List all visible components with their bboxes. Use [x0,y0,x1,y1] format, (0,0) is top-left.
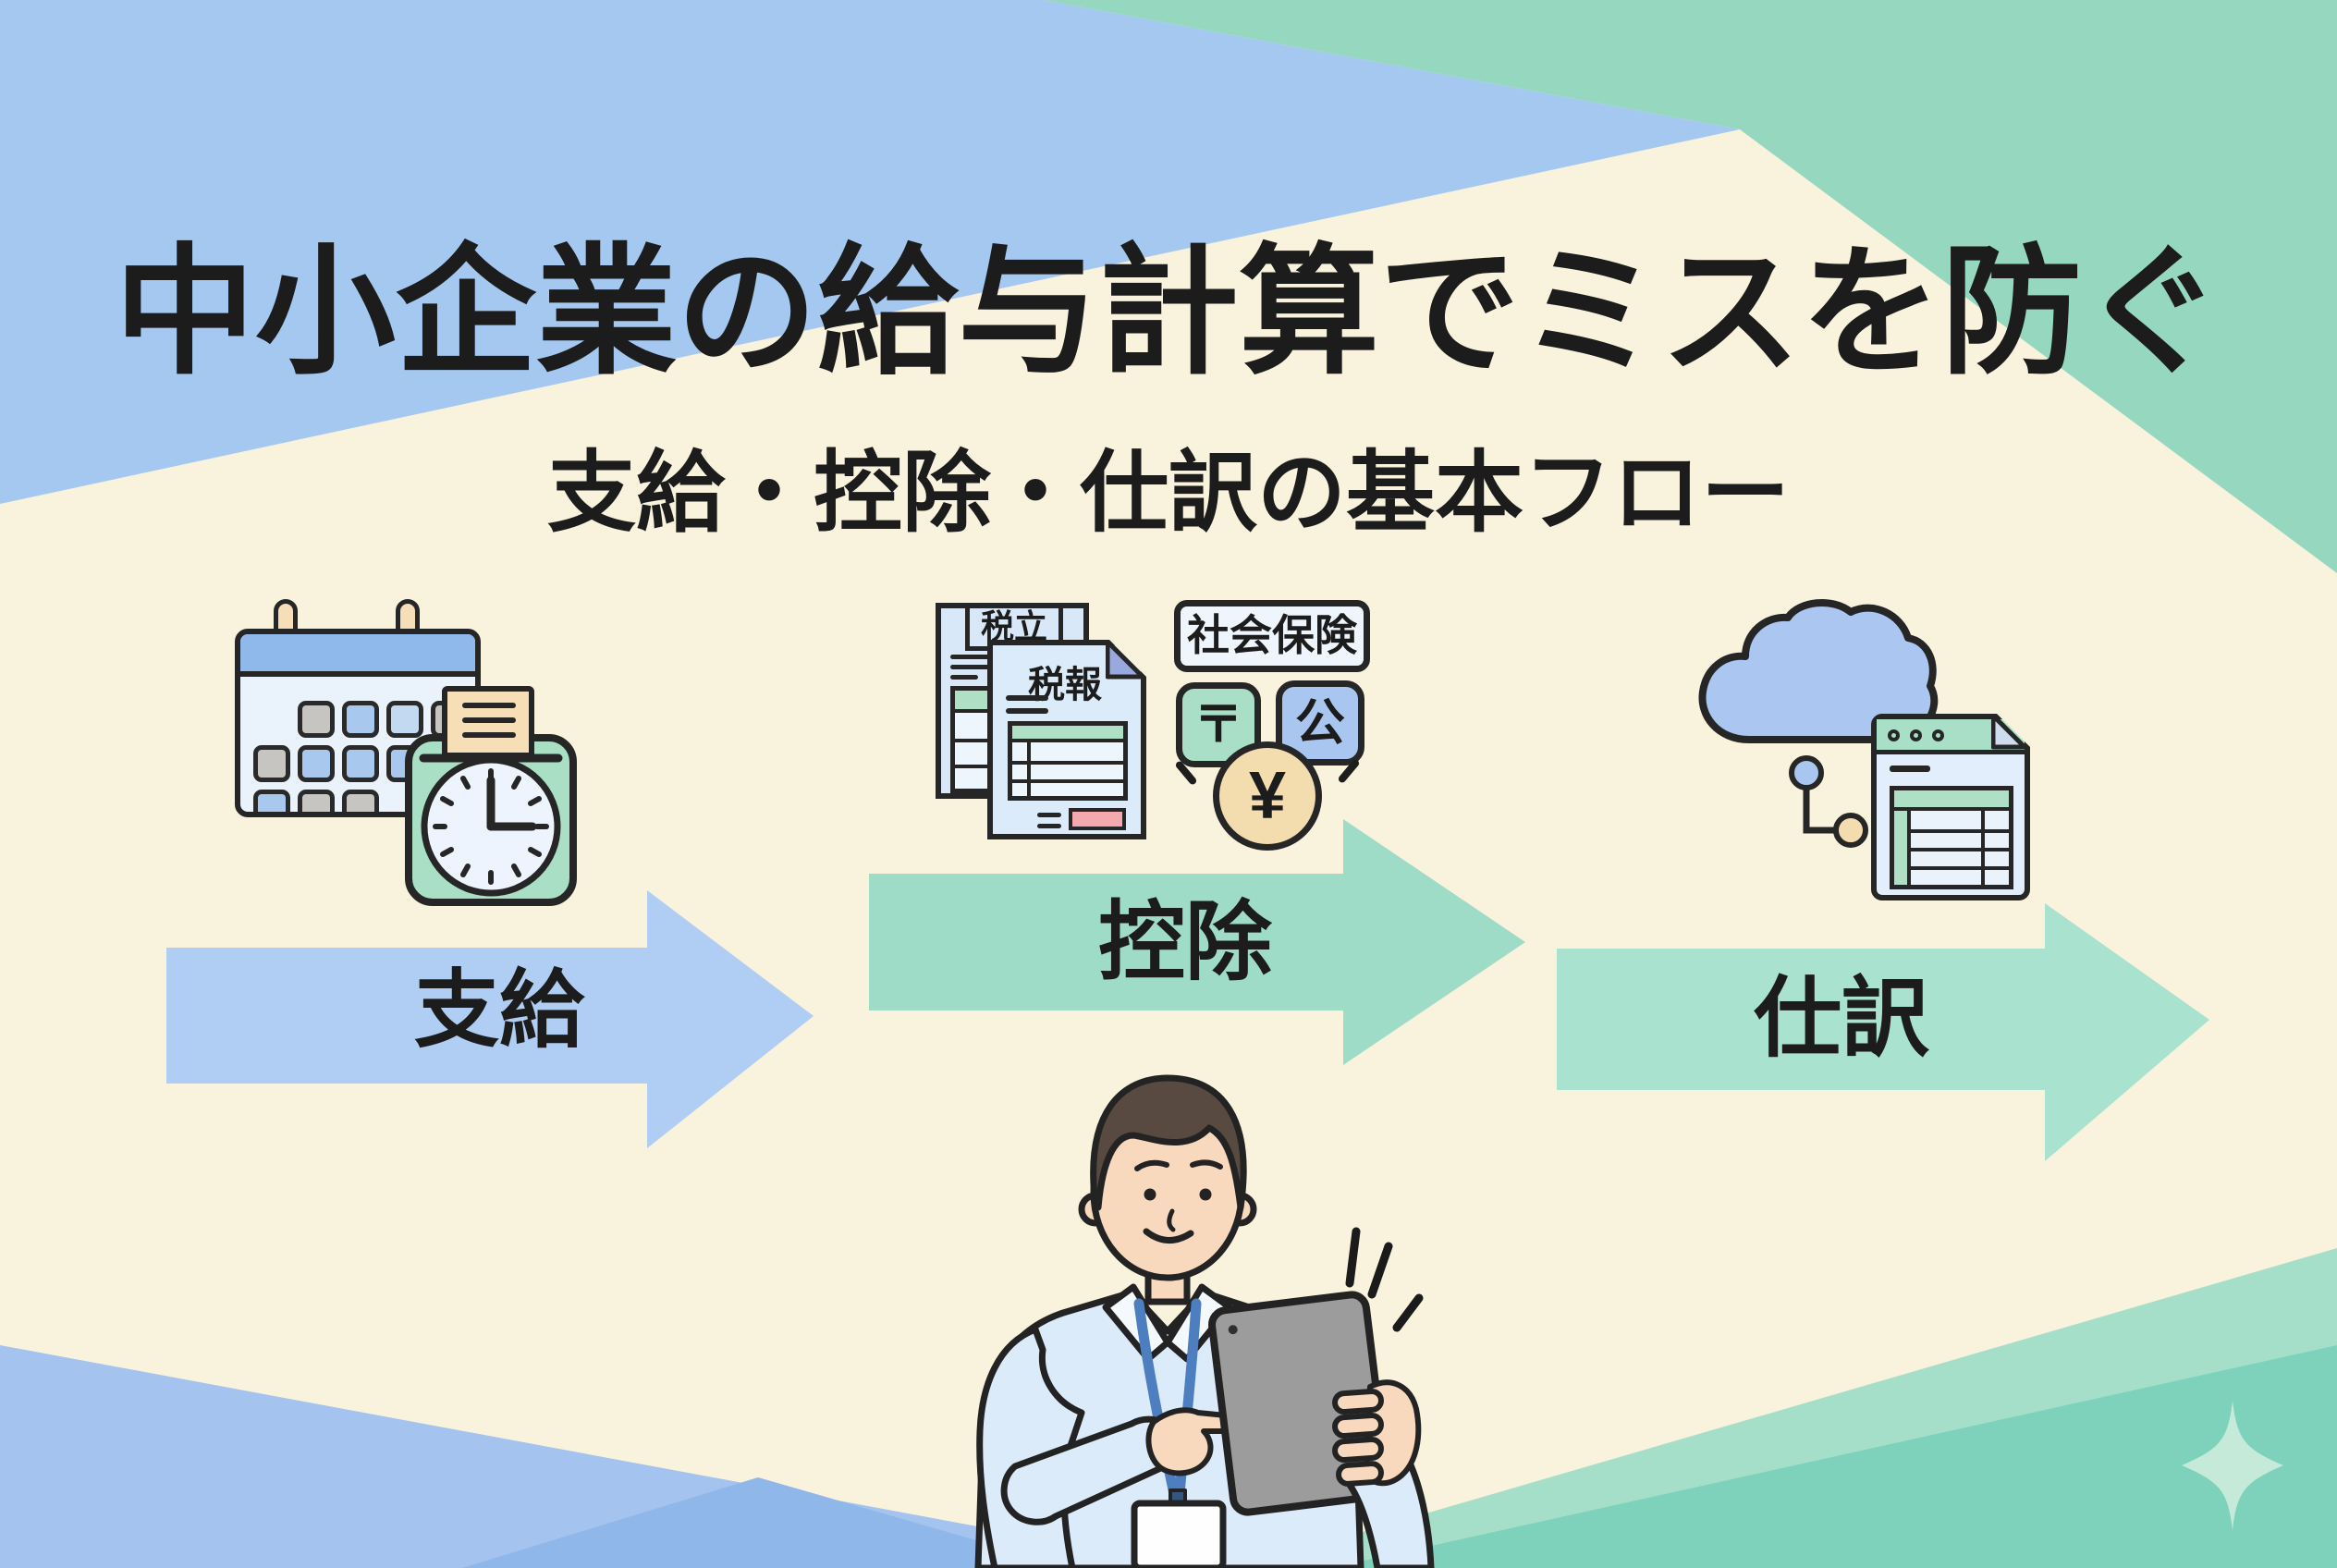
time-clock-icon [405,734,577,906]
page-fold-icon [1991,714,2027,750]
tax-document-front-icon: 税報 [987,640,1146,839]
flow-step-label-journal: 仕訳 [1753,970,1929,1068]
punch-card-icon [442,686,534,758]
tax-documents-coin-icon: 税立 税報 [924,592,1405,906]
social-insurance-label: 社会保険 [1174,600,1370,672]
calendar-day-cell [386,701,423,738]
calendar-day-cell [298,790,335,812]
cloud-spreadsheet-icon [1692,592,2071,911]
man-using-tablet-illustration [974,1074,1435,1568]
yen-coin-icon: ¥ [1213,741,1322,851]
document-table [1008,721,1128,801]
cloud-icon [1698,599,1939,743]
calendar-day-cell [298,701,335,738]
page-fold-icon [1106,640,1145,680]
calendar-day-cell [253,745,290,782]
public-badge-icon: 公 [1276,680,1364,766]
calendar-day-cell [298,745,335,782]
spreadsheet-window-icon [1871,714,2030,900]
sparkle-icon [2182,1401,2283,1530]
id-badge-icon [1131,1500,1227,1568]
postal-badge-icon: 〒 [1176,682,1261,767]
flow-arrow-journal: 仕訳 [1557,903,2209,1161]
calendar-header [240,634,475,677]
connector-nodes-icon [1789,755,1868,848]
flow-step-label-payment: 支給 [413,963,584,1058]
flow-step-label-deduction: 控除 [1097,893,1272,990]
highlight-box [1069,808,1126,830]
calendar-day-cell [342,790,379,812]
calendar-day-cell [342,745,379,782]
page-title: 中小企業の給与計算でミスを防ぐ [115,234,2222,391]
spreadsheet-table [1890,786,2013,889]
calendar-day-cell [342,701,379,738]
tap-sparkle-icon [1345,1227,1424,1332]
calendar-day-cell [253,790,290,812]
calendar-timeclock-icon [231,599,666,969]
page-subtitle: 支給・控除・仕訳の基本フロー [547,444,1790,543]
calendar-icon [235,629,481,817]
